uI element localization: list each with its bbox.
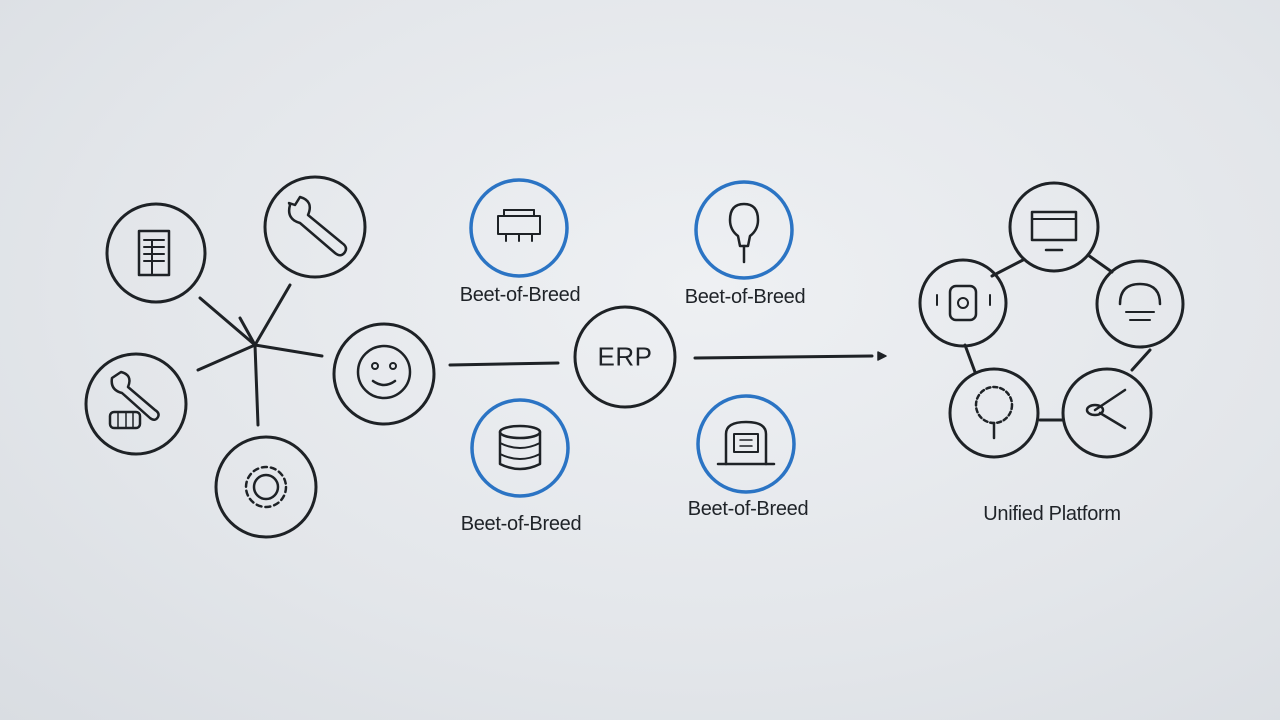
face-icon — [332, 322, 436, 426]
bob-label-4: Beet-of-Breed — [687, 498, 809, 520]
connector-line-left — [448, 361, 560, 367]
document-icon — [105, 202, 207, 304]
circuit-icon — [1095, 259, 1185, 349]
brain-icon — [948, 367, 1040, 459]
bob-label-3: Beet-of-Breed — [460, 513, 582, 535]
platform-ring-lines — [963, 253, 1152, 422]
arrow-to-platform — [693, 351, 887, 361]
unified-platform-label: Unified Platform — [983, 503, 1121, 525]
lightbulb-icon — [694, 180, 794, 280]
erp-node — [573, 305, 677, 409]
wrench-icon — [263, 175, 367, 279]
bob-label-1: Beet-of-Breed — [459, 284, 581, 306]
gear-icon — [214, 435, 318, 539]
network-icon — [469, 178, 569, 278]
bob-label-2: Beet-of-Breed — [684, 286, 806, 308]
left-hub-lines — [196, 283, 324, 427]
device-icon — [918, 258, 1008, 348]
wrench-tool-icon — [84, 352, 188, 456]
database-icon — [470, 398, 570, 498]
monitor-icon — [1008, 181, 1100, 273]
erp-label: ERP — [597, 341, 653, 372]
pen-tool-icon — [1061, 367, 1153, 459]
server-icon — [696, 394, 796, 494]
